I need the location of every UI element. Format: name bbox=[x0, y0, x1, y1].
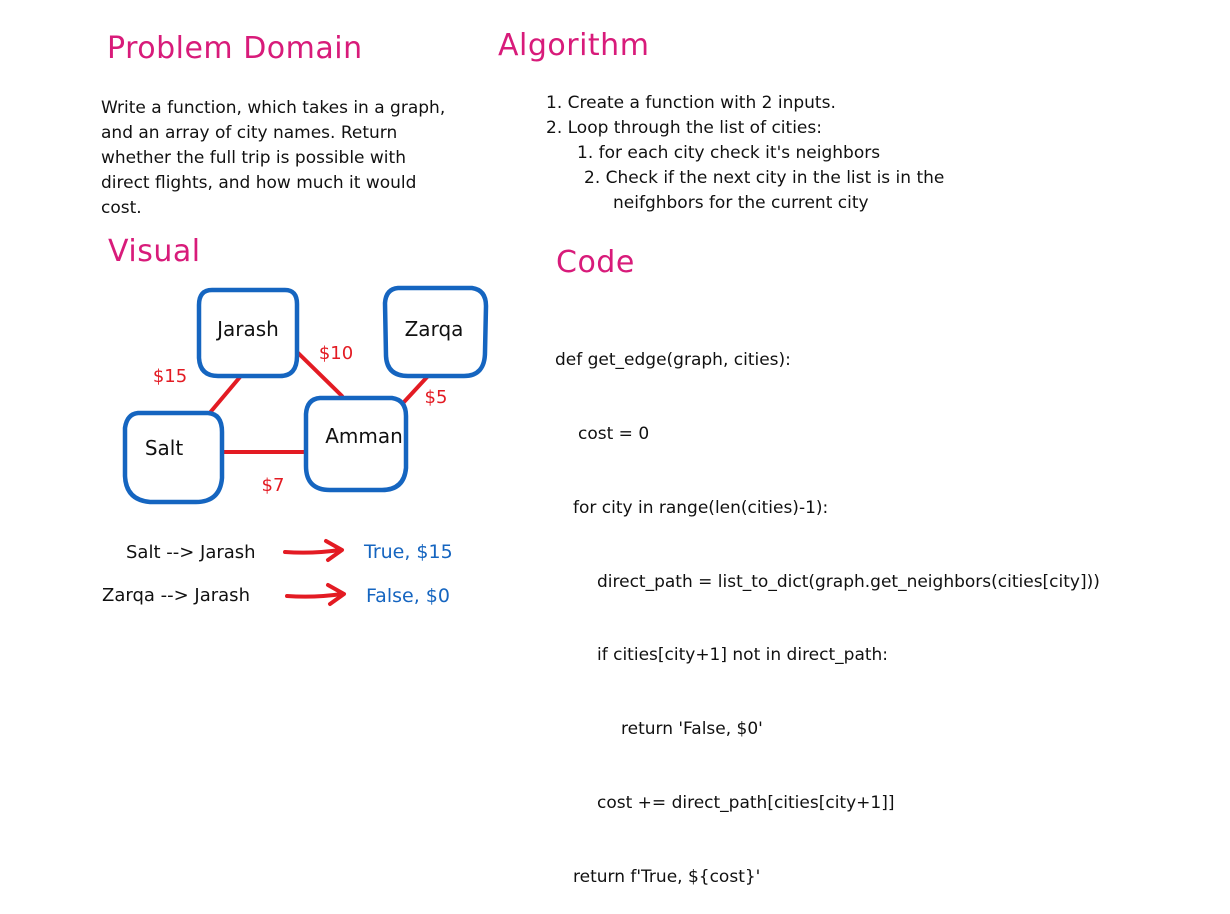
code-line: direct_path = list_to_dict(graph.get_nei… bbox=[597, 571, 1100, 592]
algorithm-steps: 1. Create a function with 2 inputs. 2. L… bbox=[546, 91, 944, 216]
algorithm-step: 1. Create a function with 2 inputs. bbox=[546, 93, 836, 113]
algorithm-heading: Algorithm bbox=[498, 28, 650, 63]
arrow-head-icon bbox=[324, 539, 344, 562]
edge-jarash-amman bbox=[290, 345, 344, 398]
algorithm-substep: neifghbors for the current city bbox=[613, 193, 869, 213]
node-salt bbox=[122, 410, 225, 505]
arrow-right-icon bbox=[283, 548, 342, 555]
code-line: def get_edge(graph, cities): bbox=[555, 350, 791, 371]
example-input: Salt --> Jarash bbox=[126, 542, 256, 563]
node-label-salt: Salt bbox=[145, 436, 184, 460]
example-result: True, $15 bbox=[363, 541, 453, 563]
edge-cost-salt-amman: $7 bbox=[262, 475, 285, 496]
problem-line: direct flights, and how much it would bbox=[101, 173, 417, 193]
code-line: return f'True, ${cost}' bbox=[573, 866, 761, 887]
example-result: False, $0 bbox=[366, 585, 450, 607]
edge-cost-jarash-amman: $10 bbox=[319, 343, 353, 364]
node-amman bbox=[303, 395, 409, 493]
edge-salt-jarash bbox=[206, 375, 242, 417]
code-line: for city in range(len(cities)-1): bbox=[573, 497, 829, 518]
arrow-right-icon bbox=[285, 592, 344, 599]
code-line: return 'False, $0' bbox=[621, 719, 763, 740]
edge-cost-salt-jarash: $15 bbox=[153, 366, 187, 387]
node-label-amman: Amman bbox=[325, 424, 403, 448]
node-label-jarash: Jarash bbox=[215, 317, 279, 341]
edge-zarqa-amman bbox=[402, 374, 430, 404]
node-zarqa bbox=[382, 285, 489, 379]
problem-description: Write a function, which takes in a graph… bbox=[101, 96, 445, 221]
node-label-zarqa: Zarqa bbox=[405, 317, 464, 341]
problem-line: and an array of city names. Return bbox=[101, 123, 398, 143]
code-heading: Code bbox=[556, 245, 635, 280]
problem-line: Write a function, which takes in a graph… bbox=[101, 98, 446, 118]
graph-diagram: Jarash Zarqa Salt Amman $15 $10 $5 $7 Sa… bbox=[102, 285, 489, 607]
code-line: cost = 0 bbox=[578, 423, 650, 444]
code-line: cost += direct_path[cities[city+1]] bbox=[597, 792, 895, 813]
problem-line: cost. bbox=[101, 198, 142, 218]
algorithm-substep: 1. for each city check it's neighbors bbox=[577, 143, 881, 163]
edge-cost-zarqa-amman: $5 bbox=[425, 387, 448, 408]
visual-heading: Visual bbox=[108, 234, 201, 269]
problem-line: whether the full trip is possible with bbox=[101, 148, 406, 168]
code-line: if cities[city+1] not in direct_path: bbox=[597, 645, 889, 666]
algorithm-substep: 2. Check if the next city in the list is… bbox=[584, 168, 945, 188]
node-jarash bbox=[196, 287, 300, 379]
example-input: Zarqa --> Jarash bbox=[102, 585, 250, 606]
code-block: def get_edge(graph, cities): cost = 0 fo… bbox=[555, 299, 1100, 914]
problem-domain-heading: Problem Domain bbox=[107, 31, 363, 66]
algorithm-step: 2. Loop through the list of cities: bbox=[546, 118, 822, 138]
arrow-head-icon bbox=[326, 583, 346, 606]
